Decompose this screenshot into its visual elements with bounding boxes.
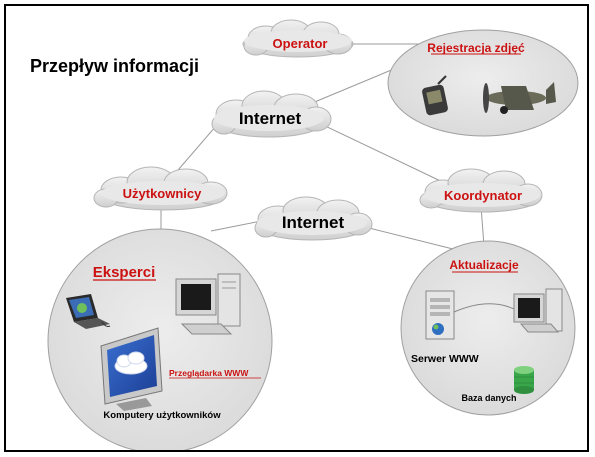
browser-label: Przeglądarka WWW [169, 368, 249, 378]
coordinator-cloud [419, 168, 543, 213]
line-internet-coordinator [320, 123, 452, 187]
airplane-icon [483, 82, 556, 114]
camera-device-icon [422, 75, 448, 116]
diagram-title: Przepływ informacji [30, 56, 199, 76]
database-label: Baza danych [461, 393, 516, 403]
update-desktop-icon [513, 288, 563, 333]
database-icon [514, 366, 534, 394]
line-coordinator-updates [480, 205, 485, 247]
internet-mid-cloud [254, 196, 373, 241]
diagram-canvas: Przepływ informacji Operator Internet Uż… [4, 4, 589, 452]
operator-label: Operator [273, 36, 328, 51]
updates-heading: Aktualizacje [449, 258, 519, 272]
users-cloud [93, 166, 228, 211]
operator-cloud [242, 19, 354, 58]
line-internet-updates [360, 225, 462, 252]
internet-top-cloud [211, 90, 332, 138]
users-label: Użytkownicy [123, 186, 203, 201]
diagram-svg: Przepływ informacji Operator Internet Uż… [30, 19, 579, 450]
server-pc-link [453, 303, 519, 313]
browser-monitor-icon [100, 327, 163, 411]
internet-mid-label: Internet [282, 213, 345, 232]
experts-heading: Eksperci [93, 264, 156, 281]
line-internet-experts [210, 220, 262, 232]
user-computers-label: Komputery użytkowników [103, 410, 221, 421]
server-icon [425, 290, 455, 340]
laptop-icon [66, 294, 111, 329]
desktop-computer-icon [175, 273, 241, 335]
coordinator-label: Koordynator [444, 188, 522, 203]
server-label: Serwer WWW [411, 353, 479, 365]
registration-heading: Rejestracja zdjęć [427, 41, 525, 55]
internet-top-label: Internet [239, 109, 302, 128]
